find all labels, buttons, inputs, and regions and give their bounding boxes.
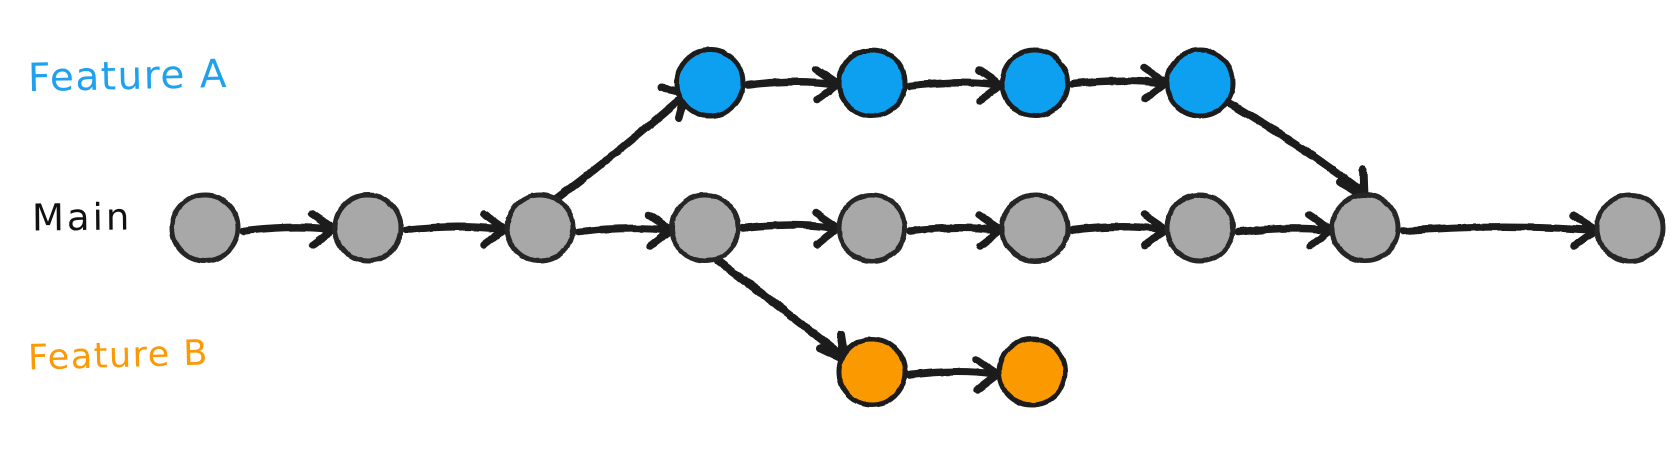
edge-feature-a-3-4	[1069, 64, 1170, 103]
commit-node-main-9[interactable]	[1594, 192, 1666, 264]
commit-node-feature-a-4[interactable]	[1164, 47, 1236, 119]
edge-main-6-7	[1069, 210, 1170, 249]
edge-main-3-4	[574, 211, 675, 250]
node-group-main	[169, 192, 1666, 264]
commit-node-main-7[interactable]	[1164, 192, 1236, 264]
edge-feature-a-2-3	[906, 66, 1005, 105]
node-group-feature-a	[674, 47, 1236, 119]
edge-main-2-3	[402, 210, 509, 249]
edge-feature-a-1-2	[744, 65, 842, 104]
commit-node-main-8[interactable]	[1329, 192, 1401, 264]
edge-main-5-6	[906, 211, 1005, 250]
commit-node-main-4[interactable]	[669, 192, 741, 264]
branch-label-feature-a: Feature A	[27, 51, 229, 102]
commit-node-feature-b-1[interactable]	[836, 336, 908, 408]
edge-merge-feature-a	[1225, 99, 1368, 200]
commit-node-feature-a-1[interactable]	[674, 47, 746, 119]
branch-label-feature-b: Feature B	[27, 333, 210, 379]
commit-node-main-3[interactable]	[504, 192, 576, 264]
commit-node-main-5[interactable]	[836, 192, 908, 264]
commit-node-feature-b-2[interactable]	[996, 336, 1068, 408]
commit-node-main-1[interactable]	[169, 192, 241, 264]
node-group-feature-b	[836, 336, 1068, 408]
edge-feature-b-1-2	[906, 355, 1002, 394]
edge-main-4-5	[739, 209, 842, 248]
commit-node-main-2[interactable]	[332, 192, 404, 264]
commit-node-feature-a-3[interactable]	[999, 47, 1071, 119]
commit-node-feature-a-2[interactable]	[836, 47, 908, 119]
edge-main-8-9	[1399, 211, 1600, 250]
edge-main-1-2	[239, 210, 338, 249]
edge-branch-feature-a	[552, 84, 690, 203]
edge-branch-feature-b	[714, 257, 849, 364]
edge-main-7-8	[1234, 211, 1335, 250]
branch-label-main: Main	[31, 195, 133, 240]
commit-node-main-6[interactable]	[999, 192, 1071, 264]
